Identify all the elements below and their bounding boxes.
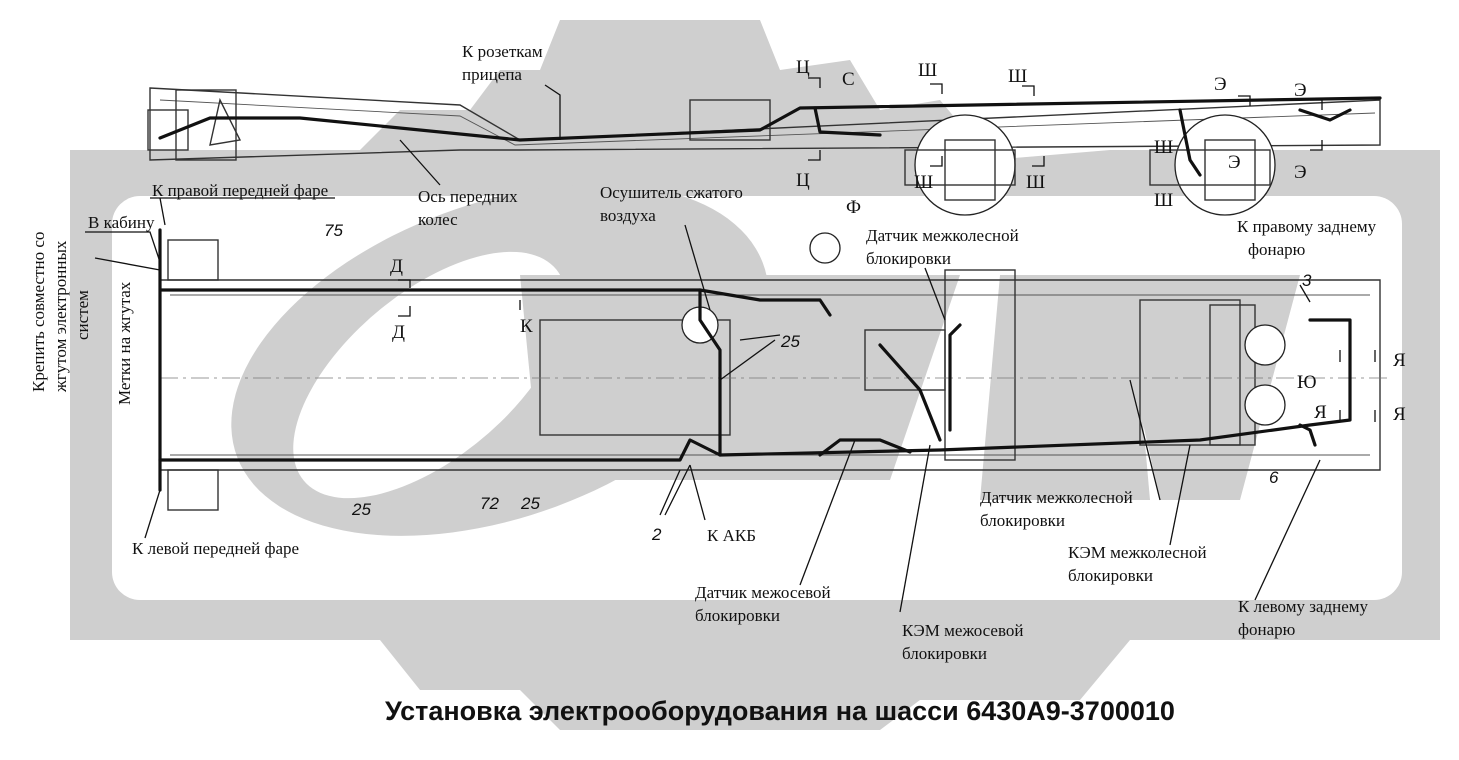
mark-f: Ф (846, 197, 861, 218)
air-receiver (809, 232, 841, 264)
label-air-dryer-2: воздуха (600, 206, 656, 225)
label-harness-marks: Метки на жгутах (115, 281, 134, 405)
mark-ya-2: Я (1393, 404, 1406, 425)
pos-6: 6 (1269, 468, 1279, 487)
mark-yu: Ю (1297, 372, 1317, 393)
mark-ya-3: Я (1314, 402, 1327, 423)
label-front-axle-2: колес (418, 210, 458, 229)
mark-ts-bottom: Ц (796, 170, 810, 191)
side-view-frame (147, 87, 1382, 216)
label-interwheel-sensor-bottom-1: Датчик межколесной (980, 488, 1133, 507)
label-interaxle-sensor-2: блокировки (695, 606, 780, 625)
leader-lines (85, 84, 1321, 613)
mark-sh-3: Ш (914, 172, 933, 193)
mark-e-1: Э (1214, 74, 1227, 95)
diagram-title: Установка электрооборудования на шасси 6… (385, 696, 1175, 726)
pos-25-b: 25 (520, 494, 540, 513)
mark-s: С (842, 69, 855, 90)
label-fix-1: Крепить совместно со (29, 232, 48, 392)
watermark-letter-p (520, 275, 960, 480)
mark-e-3: Э (1228, 152, 1241, 173)
position-numbers: 75 25 72 25 25 2 3 6 (324, 221, 1312, 544)
main-harness-lower (158, 318, 1352, 462)
rear-axle-plan-2 (1209, 304, 1256, 446)
pos-25-c: 25 (780, 332, 800, 351)
mark-ts-top: Ц (796, 57, 810, 78)
label-interwheel-valve-1: КЭМ межколесной (1068, 543, 1207, 562)
label-left-rear-lamp-1: К левому заднему (1238, 597, 1369, 616)
label-interwheel-valve-2: блокировки (1068, 566, 1153, 585)
label-right-rear-lamp-2: фонарю (1248, 240, 1306, 259)
label-right-rear-lamp-1: К правому заднему (1237, 217, 1377, 236)
label-trailer-sockets-1: К розеткам (462, 42, 543, 61)
label-interaxle-valve-1: КЭМ межосевой (902, 621, 1024, 640)
label-cab: В кабину (88, 213, 155, 232)
mark-d-top: Д (390, 256, 403, 277)
mark-k: К (520, 316, 533, 337)
rear-axle-plan-1 (944, 269, 1016, 461)
mark-d-bottom: Д (392, 322, 405, 343)
label-interaxle-sensor-1: Датчик межосевой (695, 583, 831, 602)
label-interaxle-valve-2: блокировки (902, 644, 987, 663)
mark-sh-4: Ш (1026, 172, 1045, 193)
plan-view-frame (158, 228, 1390, 511)
label-trailer-sockets-2: прицепа (462, 65, 522, 84)
label-fix-3: систем (73, 290, 92, 340)
label-battery: К АКБ (707, 526, 756, 545)
label-right-head-lamp: К правой передней фаре (152, 181, 328, 200)
mark-sh-1: Ш (918, 60, 937, 81)
pos-72: 72 (480, 494, 499, 513)
main-harness-upper (158, 228, 832, 492)
section-marks: Ц Ц С Ш Ш Ш Ш Ш Ш Э Э Э Э Ф Д Д К Я Я Я … (390, 57, 1406, 425)
label-interwheel-sensor-top-2: блокировки (866, 249, 951, 268)
label-air-dryer-1: Осушитель сжатого (600, 183, 743, 202)
pos-2: 2 (651, 525, 662, 544)
label-fix-2: жгутом электронных (51, 240, 70, 393)
mark-e-4: Э (1294, 162, 1307, 183)
label-left-head-lamp: К левой передней фаре (132, 539, 299, 558)
label-interwheel-sensor-top-1: Датчик межколесной (866, 226, 1019, 245)
pos-3: 3 (1302, 271, 1312, 290)
mark-ya-1: Я (1393, 350, 1406, 371)
pos-75: 75 (324, 221, 343, 240)
labels: К розеткам прицепа Ось передних колес Ос… (29, 42, 1377, 663)
mark-sh-5: Ш (1154, 137, 1173, 158)
label-left-rear-lamp-2: фонарю (1238, 620, 1296, 639)
watermark-logo (70, 20, 1440, 730)
mark-sh-6: Ш (1154, 190, 1173, 211)
pos-25-a: 25 (351, 500, 371, 519)
label-front-axle-1: Ось передних (418, 187, 518, 206)
mark-e-2: Э (1294, 80, 1307, 101)
label-interwheel-sensor-bottom-2: блокировки (980, 511, 1065, 530)
mark-sh-2: Ш (1008, 66, 1027, 87)
